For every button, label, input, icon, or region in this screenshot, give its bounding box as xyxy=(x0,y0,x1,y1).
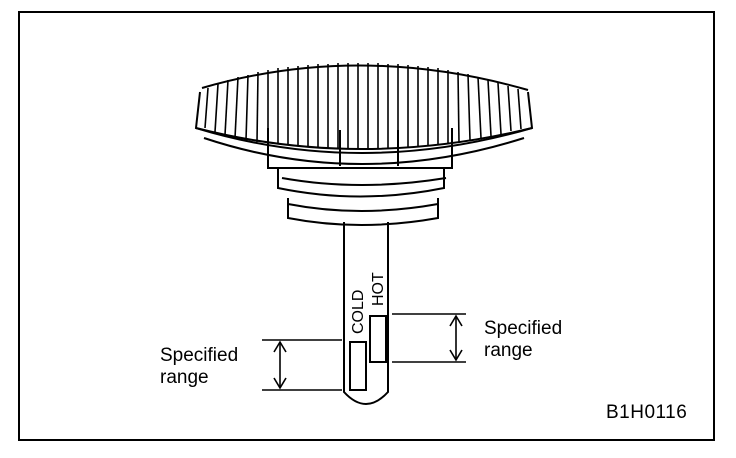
dipstick-blade xyxy=(343,222,389,405)
hot-mark: HOT xyxy=(370,272,387,306)
left-range-label-line1: Specified xyxy=(160,345,239,366)
right-range-label-line1: Specified xyxy=(484,318,563,339)
right-range-label-line2: range xyxy=(484,340,533,361)
figure-frame xyxy=(18,11,715,441)
cap-knurled-rim xyxy=(194,63,534,165)
left-range-label: Specified range xyxy=(160,345,238,389)
right-range-label: Specified range xyxy=(484,318,562,362)
left-range-label-line2: range xyxy=(160,367,209,388)
left-dimension xyxy=(262,339,342,391)
right-dimension xyxy=(392,313,466,363)
cap-inner-collar xyxy=(267,128,453,226)
cold-mark: COLD xyxy=(350,290,367,334)
figure-code: B1H0116 xyxy=(606,402,688,423)
